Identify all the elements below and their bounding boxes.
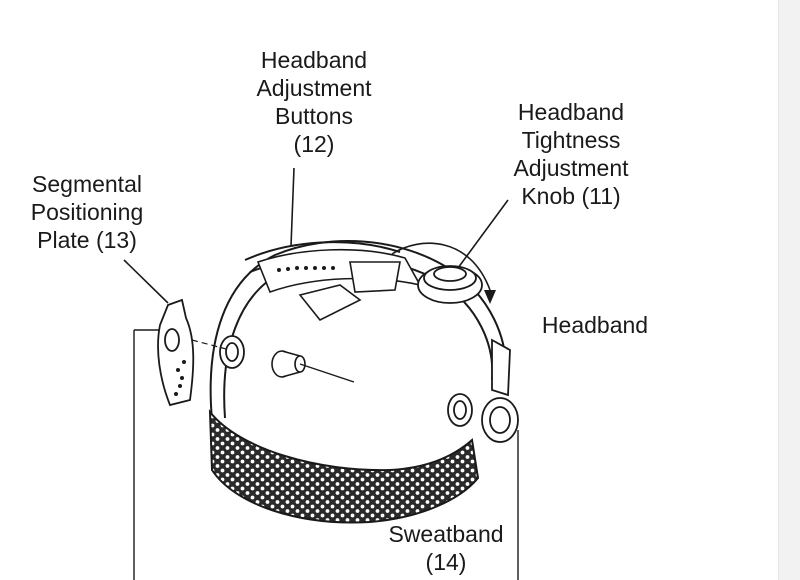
label-tightness-knob: Headband Tightness Adjustment Knob (11) <box>494 98 648 210</box>
headband-diagram <box>123 167 519 580</box>
adjustment-holes <box>277 266 335 272</box>
label-line: (14) <box>425 549 467 575</box>
label-line: Tightness <box>521 127 621 153</box>
adjustment-strap <box>256 248 422 322</box>
label-line: Headband <box>517 99 625 125</box>
label-line: Knob (11) <box>521 183 621 209</box>
label-adjustment-buttons: Headband Adjustment Buttons (12) <box>240 46 388 158</box>
page: Headband Adjustment Buttons (12) Headban… <box>12 46 660 580</box>
label-line: (12) <box>293 131 335 157</box>
shield-outline <box>133 329 519 580</box>
label-headband: Headband <box>530 311 660 339</box>
label-line: Adjustment <box>256 75 372 101</box>
leader-lines <box>123 167 509 304</box>
pivot-bolt <box>271 350 306 378</box>
label-line: Headband <box>541 312 649 338</box>
plate-teeth <box>174 360 186 396</box>
label-line: Positioning <box>30 199 144 225</box>
side-hubs <box>219 335 519 443</box>
sweatband <box>208 408 480 524</box>
label-line: Adjustment <box>513 155 629 181</box>
tightness-knob <box>417 265 483 304</box>
label-sweatband: Sweatband (14) <box>372 520 520 576</box>
positioning-plate <box>157 298 195 407</box>
label-line: Plate (13) <box>37 227 137 253</box>
scrollbar-track[interactable] <box>778 0 800 580</box>
label-line: Headband <box>260 47 368 73</box>
label-positioning-plate: Segmental Positioning Plate (13) <box>12 170 162 254</box>
label-line: Sweatband <box>388 521 504 547</box>
label-line: Segmental <box>32 171 142 197</box>
rotation-arrow <box>391 242 491 291</box>
label-line: Buttons <box>275 103 353 129</box>
